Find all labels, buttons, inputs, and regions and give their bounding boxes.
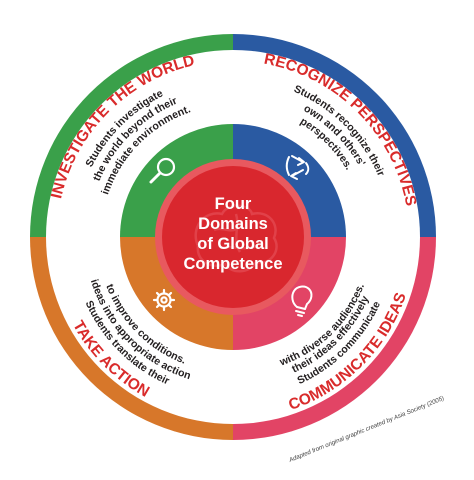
brain-watermark [194, 204, 278, 273]
center-line-4: Competence [183, 255, 282, 273]
lightbulb-icon [291, 285, 313, 317]
center-line-3: of Global [197, 235, 269, 253]
center-line-1: Four [215, 195, 252, 213]
center-line-2: Domains [198, 215, 268, 233]
magnifier-icon [149, 157, 176, 184]
center-title: Four Domains of Global Competence [183, 195, 282, 273]
center-circle [162, 166, 304, 308]
gear-icon [152, 288, 176, 312]
arrows-icon [285, 155, 310, 180]
